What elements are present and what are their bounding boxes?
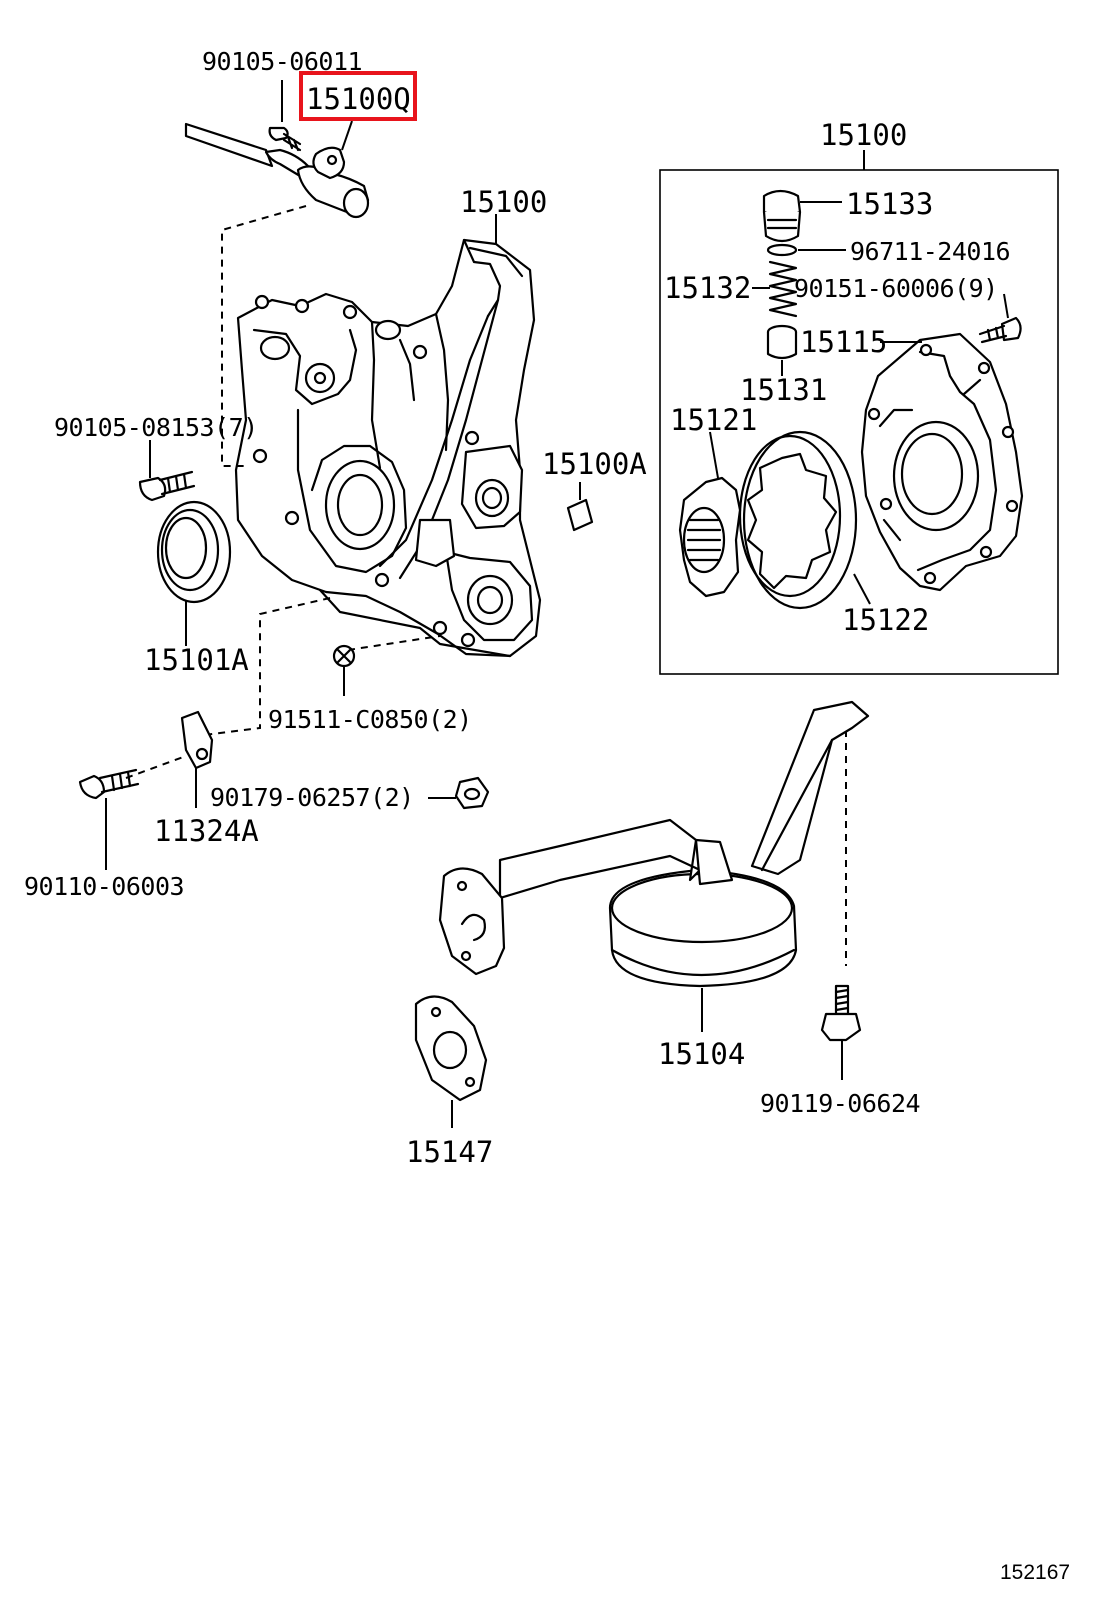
label-driven-rotor[interactable]: 15122 — [842, 603, 929, 637]
sensor-part — [184, 122, 370, 219]
gasket-part — [414, 995, 488, 1102]
kit-box — [659, 169, 1059, 675]
guide-line — [347, 635, 441, 651]
label-bolt-sensor: 90105-06011 — [202, 47, 362, 76]
label-screw[interactable]: 90151-60006(9) — [794, 274, 998, 303]
guide-line — [221, 205, 307, 467]
highlight-box — [299, 71, 417, 121]
label-plug[interactable]: 91511-C0850(2) — [268, 705, 472, 734]
label-spring[interactable]: 15132 — [664, 271, 751, 305]
label-sensor[interactable]: 15100Q — [306, 82, 411, 116]
gasket-ring — [766, 243, 798, 257]
label-relief-plug[interactable]: 15133 — [846, 187, 933, 221]
label-drive-rotor[interactable]: 15121 — [670, 403, 757, 437]
bracket-bolt — [78, 768, 140, 800]
label-relief-valve[interactable]: 15131 — [740, 373, 827, 407]
label-strainer[interactable]: 15104 — [658, 1037, 745, 1071]
diagram-code: 152167 — [1000, 1561, 1070, 1584]
bracket-part — [180, 710, 214, 770]
spring — [768, 260, 798, 318]
guide-line — [125, 755, 187, 779]
label-kit-title[interactable]: 15100 — [820, 118, 907, 152]
label-strainer-bolt[interactable]: 90119-06624 — [760, 1089, 921, 1118]
label-gasket[interactable]: 15147 — [406, 1135, 493, 1169]
label-cover-bolt[interactable]: 90105-08153(7) — [54, 413, 258, 442]
strainer-bolt — [820, 984, 862, 1042]
label-seal[interactable]: 15101A — [144, 643, 249, 677]
cover-bolt — [138, 470, 196, 502]
label-pin[interactable]: 15100A — [542, 447, 647, 481]
screw-part — [978, 316, 1022, 344]
plug-part — [332, 644, 356, 668]
nut-part — [454, 776, 490, 810]
pump-plate — [860, 332, 1024, 592]
label-pump-plate[interactable]: 15115 — [800, 325, 887, 359]
oil-seal — [156, 500, 232, 604]
label-nut[interactable]: 90179-06257(2) — [210, 783, 414, 812]
relief-valve — [766, 324, 798, 360]
label-pump-cover[interactable]: 15100 — [460, 185, 547, 219]
driven-rotor — [738, 430, 858, 610]
strainer-part — [438, 700, 870, 988]
sensor-bolt — [268, 126, 302, 152]
label-gasket-ring[interactable]: 96711-24016 — [850, 237, 1011, 266]
label-bracket-bolt[interactable]: 90110-06003 — [24, 872, 185, 901]
pin-part — [566, 498, 594, 532]
label-bracket[interactable]: 11324A — [154, 814, 259, 848]
relief-plug — [762, 189, 802, 243]
drive-rotor — [678, 476, 742, 598]
pump-cover-part — [234, 238, 542, 658]
